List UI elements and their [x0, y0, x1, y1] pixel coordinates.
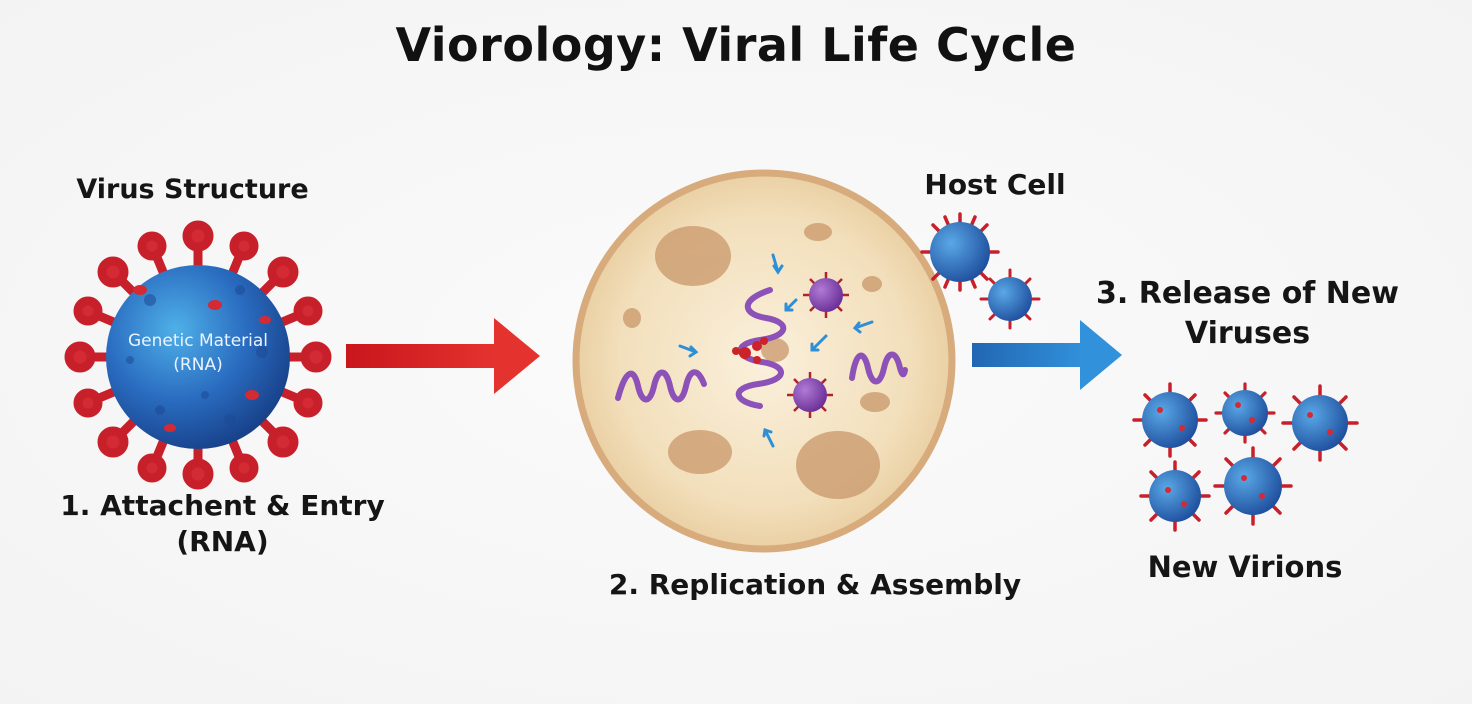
new-virion: [1139, 460, 1211, 532]
budding-virion: [979, 268, 1041, 330]
budding-virion: [920, 212, 1000, 292]
diagram-title: Viorology: Viral Life Cycle: [395, 18, 1077, 72]
new-virion: [1214, 382, 1276, 444]
release-arrow: [972, 320, 1122, 390]
genetic-material-label: Genetic Material (RNA): [127, 331, 269, 375]
host-cell-label: Host Cell: [924, 168, 1066, 201]
host-cell-illustration: [572, 169, 956, 553]
step1-label: 1. Attachent & Entry (RNA): [60, 489, 385, 558]
entry-arrow: [346, 318, 540, 394]
intracellular-virion: [803, 272, 849, 318]
intracellular-virion: [787, 372, 833, 418]
virus-structure-illustration: [64, 220, 332, 490]
new-virion: [1213, 446, 1293, 526]
new-virions-cluster: [1132, 382, 1359, 532]
virus-structure-label: Virus Structure: [76, 174, 309, 205]
step2-label: 2. Replication & Assembly: [608, 568, 1022, 601]
new-virion: [1132, 382, 1208, 458]
step3-label: 3. Release of New Viruses: [1096, 276, 1399, 351]
new-virion: [1281, 384, 1359, 462]
new-virions-label: New Virions: [1147, 550, 1343, 584]
